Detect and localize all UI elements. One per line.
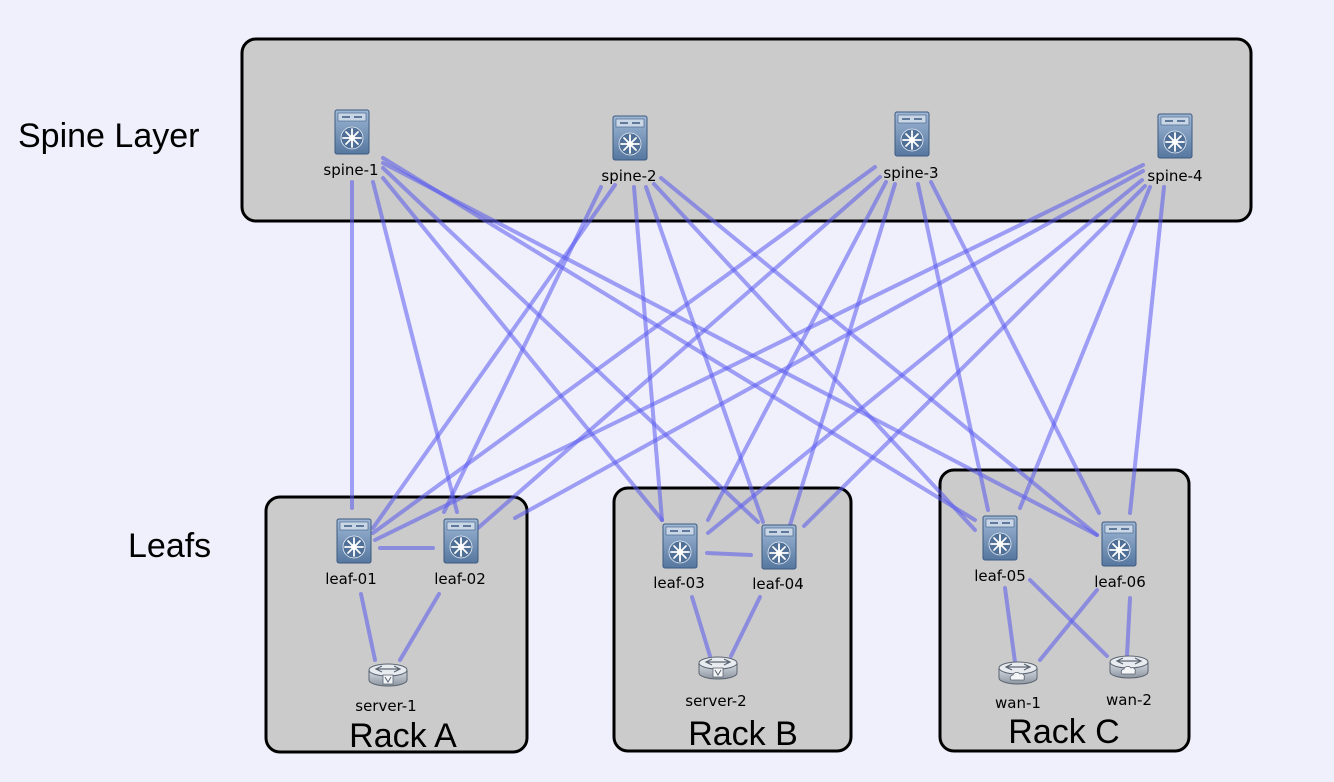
layer3-switch-icon: [982, 515, 1018, 561]
router-icon: [698, 656, 738, 680]
link-spine1-leaf06: [381, 161, 1099, 537]
link-spine4-leaf04: [802, 184, 1147, 528]
link-leaf06-wan2: [1125, 596, 1132, 658]
node-spine-3[interactable]: spine-3: [883, 111, 939, 182]
node-label-leaf-06: leaf-06: [1094, 573, 1146, 591]
link-spine3-leaf06: [929, 180, 1101, 515]
links: [350, 156, 1166, 664]
link-spine2-leaf06: [659, 176, 1099, 537]
node-label-spine-1: spine-1: [323, 161, 378, 179]
node-leaf-04[interactable]: leaf-04: [752, 524, 804, 593]
node-leaf-03[interactable]: leaf-03: [653, 523, 705, 592]
link-spine4-leaf05: [1018, 185, 1152, 510]
link-spine4-leaf06: [1128, 185, 1166, 515]
spine-layer-container: [240, 37, 1253, 223]
link-leaf03-server2: [690, 595, 712, 658]
link-spine2-leaf05: [652, 182, 977, 532]
node-leaf-02[interactable]: leaf-02: [434, 518, 486, 588]
link-leaf06-wan1: [1038, 588, 1099, 662]
node-spine-4[interactable]: spine-4: [1147, 113, 1203, 185]
node-label-wan-2: wan-2: [1106, 691, 1152, 709]
node-label-server-2: server-2: [685, 692, 746, 710]
rack-b-label: Rack B: [688, 715, 798, 753]
node-spine-2[interactable]: spine-2: [601, 115, 657, 185]
node-label-leaf-04: leaf-04: [752, 575, 804, 593]
link-spine2-leaf03: [632, 185, 664, 522]
link-spine4-leaf01: [373, 163, 1145, 542]
layer3-switch-icon: [1157, 113, 1193, 159]
leafs-layer-label: Leafs: [128, 527, 211, 565]
layer3-switch-icon: [612, 115, 648, 161]
node-leaf-01[interactable]: leaf-01: [325, 518, 377, 588]
layer3-switch-icon: [336, 518, 372, 564]
rack-b-container: [612, 486, 853, 753]
link-spine3-leaf05: [916, 182, 990, 512]
node-label-spine-3: spine-3: [883, 164, 938, 182]
link-spine4-leaf02: [513, 169, 1145, 520]
link-spine3-leaf04: [788, 182, 897, 527]
layer3-switch-icon: [334, 109, 370, 155]
spine-layer-label: Spine Layer: [18, 117, 199, 155]
layer3-switch-icon: [1101, 521, 1137, 567]
layer3-switch-icon: [761, 524, 797, 570]
link-spine1-leaf02: [371, 180, 459, 514]
link-leaf04-server2: [729, 595, 762, 658]
layer3-switch-icon: [662, 523, 698, 569]
node-wan-2[interactable]: wan-2: [1106, 655, 1152, 709]
link-leaf03-leaf04: [705, 551, 753, 557]
link-spine3-leaf01: [371, 165, 877, 535]
rack-c-label: Rack C: [1008, 713, 1119, 751]
node-label-spine-2: spine-2: [601, 167, 656, 185]
link-spine2-leaf02: [442, 185, 603, 514]
link-spine4-leaf03: [706, 178, 1144, 535]
link-leaf05-wan2: [1028, 578, 1109, 658]
node-label-wan-1: wan-1: [995, 694, 1041, 712]
layer3-switch-icon: [443, 518, 479, 564]
cloud-router-icon: [1109, 655, 1149, 679]
node-label-leaf-05: leaf-05: [974, 567, 1026, 585]
node-wan-1[interactable]: wan-1: [995, 661, 1041, 712]
node-spine-1[interactable]: spine-1: [323, 109, 379, 179]
link-leaf01-server1: [359, 592, 377, 662]
node-leaf-06[interactable]: leaf-06: [1094, 521, 1146, 591]
rack-a-label: Rack A: [349, 717, 457, 755]
node-label-leaf-03: leaf-03: [653, 574, 705, 592]
node-server-2[interactable]: server-2: [685, 656, 747, 710]
node-label-spine-4: spine-4: [1147, 167, 1202, 185]
node-label-leaf-01: leaf-01: [325, 570, 377, 588]
link-spine3-leaf02: [476, 175, 882, 530]
node-label-server-1: server-1: [355, 697, 416, 715]
node-server-1[interactable]: server-1: [355, 663, 417, 715]
layer3-switch-icon: [894, 111, 930, 157]
node-leaf-05[interactable]: leaf-05: [974, 515, 1026, 585]
link-spine1-leaf05: [381, 156, 977, 522]
link-leaf05-wan1: [1003, 586, 1017, 664]
link-spine1-leaf04: [381, 166, 760, 524]
link-leaf02-server1: [398, 592, 441, 662]
link-spine2-leaf04: [644, 185, 765, 524]
router-icon: [368, 663, 408, 687]
link-spine3-leaf03: [706, 180, 888, 522]
node-label-leaf-02: leaf-02: [434, 570, 486, 588]
cloud-router-icon: [998, 661, 1038, 685]
